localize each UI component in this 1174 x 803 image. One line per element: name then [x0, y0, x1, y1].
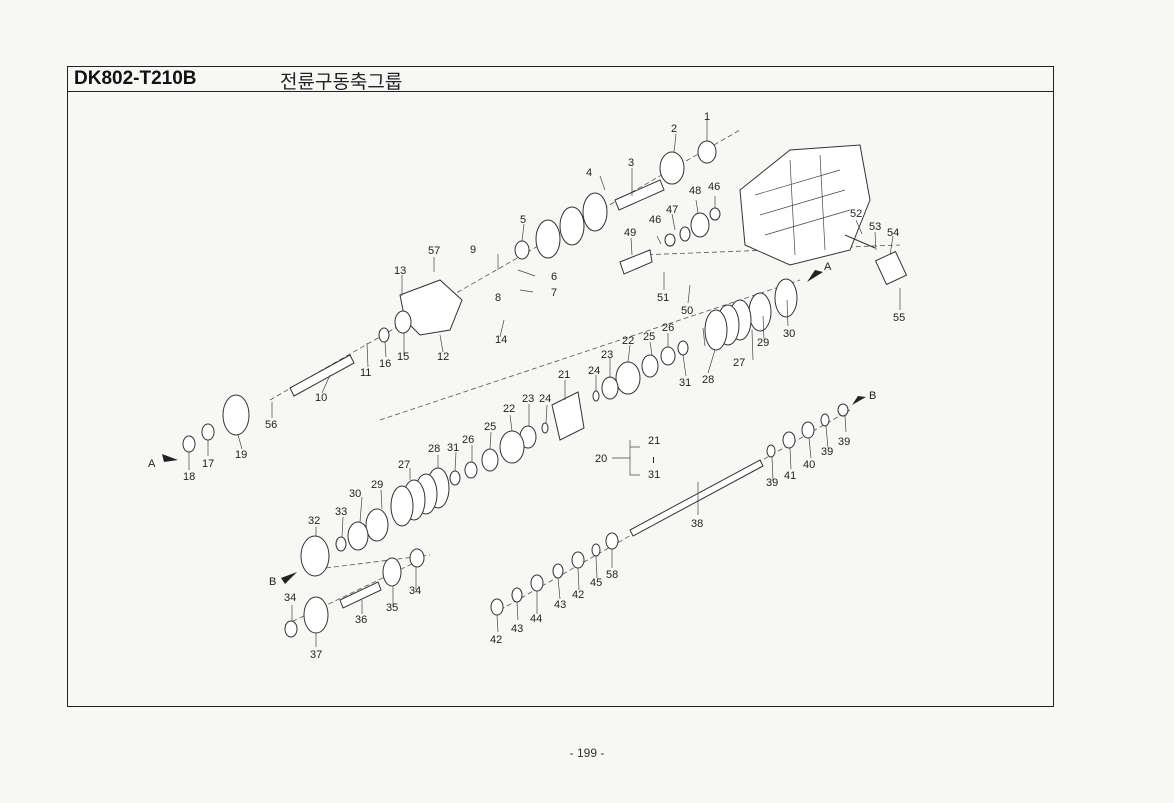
callout-34-right: 34: [409, 585, 421, 597]
callout-28-upper: 28: [702, 374, 714, 386]
callout-45: 45: [590, 577, 602, 589]
callout-10: 10: [315, 392, 327, 404]
title-bar: DK802-T210B 전륜구동축그룹: [68, 67, 1053, 93]
callout-28-lower: 28: [428, 443, 440, 455]
diagram-frame: DK802-T210B 전륜구동축그룹: [67, 66, 1054, 707]
callout-7: 7: [551, 287, 557, 299]
callout-19: 19: [235, 449, 247, 461]
callout-47: 47: [666, 204, 678, 216]
callout-27-upper: 27: [733, 357, 745, 369]
callout-3: 3: [628, 157, 634, 169]
callout-46-upper: 46: [708, 181, 720, 193]
callout-39-left: 39: [766, 477, 778, 489]
arrow-a-left-icon: [162, 454, 178, 462]
callout-54: 54: [887, 227, 899, 239]
callout-37: 37: [310, 649, 322, 661]
callout-48: 48: [689, 185, 701, 197]
callout-46-lower: 46: [649, 214, 661, 226]
callout-20: 20: [595, 453, 607, 465]
callout-32: 32: [308, 515, 320, 527]
callout-5: 5: [520, 214, 526, 226]
callout-39-mid: 39: [821, 446, 833, 458]
callout-34-left: 34: [284, 592, 296, 604]
callout-23-upper: 23: [601, 349, 613, 361]
callout-27-lower: 27: [398, 459, 410, 471]
callout-57: 57: [428, 245, 440, 257]
callout-42-upper: 42: [572, 589, 584, 601]
callout-9: 9: [470, 244, 476, 256]
callout-31-lower: 31: [447, 442, 459, 454]
callout-15: 15: [397, 351, 409, 363]
callout-22-upper: 22: [622, 335, 634, 347]
arrow-b-right-icon: [852, 396, 866, 405]
lower-shaft-parts: [284, 403, 849, 638]
callout-13: 13: [394, 265, 406, 277]
group-title: 전륜구동축그룹: [280, 71, 403, 93]
callout-16: 16: [379, 358, 391, 370]
arrow-a-right-label: A: [824, 261, 832, 273]
callout-21-upper: 21: [558, 369, 570, 381]
callout-30-lower: 30: [349, 488, 361, 500]
callout-17: 17: [202, 458, 214, 470]
callout-1: 1: [704, 111, 710, 123]
callout-56: 56: [265, 419, 277, 431]
callout-39-right: 39: [838, 436, 850, 448]
callout-43-upper: 43: [554, 599, 566, 611]
callout-53: 53: [869, 221, 881, 233]
callout-26-upper: 26: [662, 322, 674, 334]
callout-26-lower: 26: [462, 434, 474, 446]
arrow-a-right-icon: [807, 270, 823, 282]
leader-lines: [188, 120, 901, 647]
arrow-b-right-label: B: [869, 390, 876, 402]
callout-42-lower: 42: [490, 634, 502, 646]
callout-8: 8: [495, 292, 501, 304]
callout-41: 41: [784, 470, 796, 482]
callout-30-upper: 30: [783, 328, 795, 340]
callout-35: 35: [386, 602, 398, 614]
callout-33: 33: [335, 506, 347, 518]
callout-21-bracket: 21: [648, 435, 660, 447]
callout-24-lower: 24: [539, 393, 551, 405]
callout-29-lower: 29: [371, 479, 383, 491]
callouts: 1 2 3 4 5 6 7 8 9 10 11 12 13 14 15 16 1…: [148, 111, 905, 661]
transmission-housing: [739, 144, 908, 286]
callout-25-lower: 25: [484, 421, 496, 433]
callout-23-lower: 23: [522, 393, 534, 405]
callout-22-lower: 22: [503, 403, 515, 415]
callout-38: 38: [691, 518, 703, 530]
callout-4: 4: [586, 167, 592, 179]
arrow-b-left-label: B: [269, 576, 276, 588]
callout-31-upper: 31: [679, 377, 691, 389]
callout-18: 18: [183, 471, 195, 483]
callout-51: 51: [657, 292, 669, 304]
callout-25-upper: 25: [643, 331, 655, 343]
callout-6: 6: [551, 271, 557, 283]
callout-36: 36: [355, 614, 367, 626]
upper-shaft-parts: [182, 140, 721, 453]
callout-14: 14: [495, 334, 507, 346]
arrow-a-left-label: A: [148, 458, 156, 470]
callout-55: 55: [893, 312, 905, 324]
callout-20-separator: ı: [652, 454, 655, 466]
arrow-b-left-icon: [281, 572, 297, 584]
callout-49: 49: [624, 227, 636, 239]
callout-2: 2: [671, 123, 677, 135]
callout-24-upper: 24: [588, 365, 600, 377]
callout-52: 52: [850, 208, 862, 220]
callout-58: 58: [606, 569, 618, 581]
callout-31-bracket: 31: [648, 469, 660, 481]
callout-40: 40: [803, 459, 815, 471]
direction-arrows: [162, 270, 866, 584]
model-code: DK802-T210B: [74, 68, 197, 89]
page-number: - 199 -: [569, 746, 605, 760]
callout-44: 44: [530, 613, 542, 625]
callout-11: 11: [360, 367, 371, 379]
callout-50: 50: [681, 305, 693, 317]
clutch-pack-upper: [300, 278, 798, 577]
callout-43-lower: 43: [511, 623, 523, 635]
callout-12: 12: [437, 351, 449, 363]
callout-29-upper: 29: [757, 337, 769, 349]
